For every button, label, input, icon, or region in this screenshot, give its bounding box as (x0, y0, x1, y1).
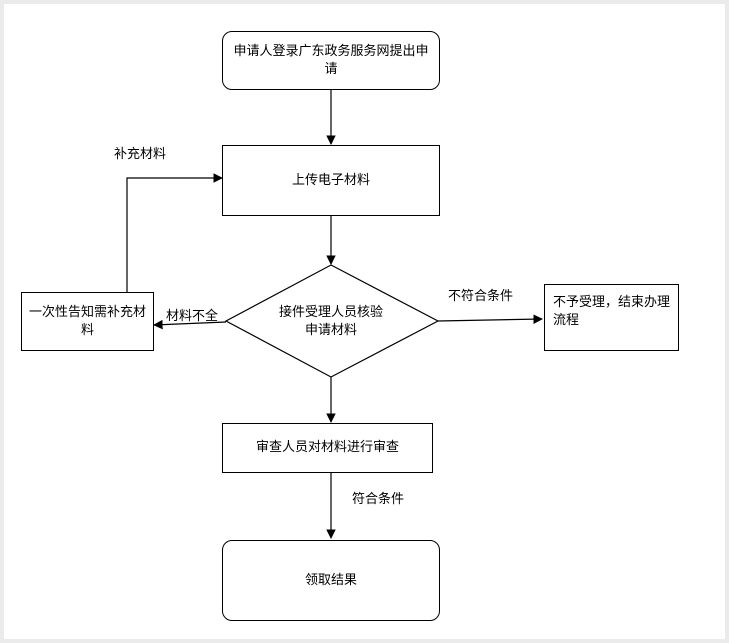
edge-label-not-qualified: 不符合条件 (448, 289, 514, 304)
edge-notify-to-upload (126, 173, 223, 292)
node-reject: 不予受理，结束办理流程 (544, 284, 679, 351)
flowchart-lines (126, 90, 543, 539)
node-notify: 一次性告知需补充材料 (21, 292, 154, 351)
node-verify-label: 接件受理人员核验申请材料 (278, 305, 383, 338)
node-review-label: 审查人员对材料进行审查 (255, 440, 399, 455)
node-upload-label: 上传电子材料 (291, 172, 370, 188)
node-upload: 上传电子材料 (222, 145, 440, 216)
node-reject-label: 不予受理，结束办理流程 (553, 295, 671, 328)
node-apply: 申请人登录广东政务服务网提出申请 (222, 31, 440, 90)
edge-verify-to-notify (153, 319, 227, 330)
node-result-label: 领取结果 (304, 572, 357, 588)
edge-verify-to-reject (437, 314, 543, 324)
edge-label-supplement: 补充材料 (114, 147, 167, 162)
diagram-canvas: 申请人登录广东政务服务网提出申请 上传电子材料 接件受理人员核验申请材料 一次性… (4, 4, 725, 639)
node-review: 审查人员对材料进行审查 (222, 423, 433, 473)
node-apply-label: 申请人登录广东政务服务网提出申请 (233, 43, 429, 77)
edge-label-incomplete: 材料不全 (166, 309, 219, 324)
edge-label-qualified: 符合条件 (352, 492, 405, 507)
node-result: 领取结果 (222, 540, 440, 621)
node-notify-label: 一次性告知需补充材料 (28, 304, 146, 338)
